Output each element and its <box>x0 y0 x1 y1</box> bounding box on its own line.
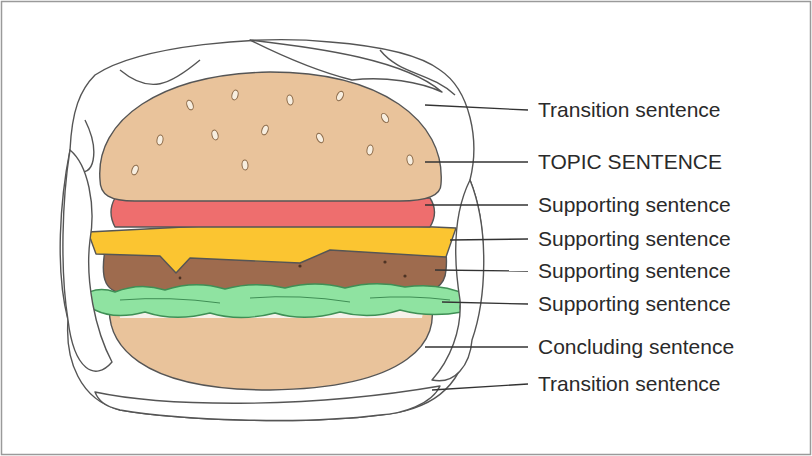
wrapper-bottom <box>95 386 440 420</box>
leader-line <box>442 302 528 304</box>
leader-line <box>425 105 528 110</box>
leader-line <box>425 161 528 162</box>
part-label: Supporting sentence <box>538 193 731 217</box>
leader-line <box>425 204 528 205</box>
lettuce <box>80 284 470 318</box>
leader-line <box>435 270 528 271</box>
part-label: Supporting sentence <box>538 292 731 316</box>
leader-line <box>450 239 528 240</box>
leader-line <box>425 346 528 347</box>
tomato <box>111 198 435 227</box>
lettuce-veins <box>120 297 450 303</box>
top-bun <box>100 72 442 201</box>
part-label: Supporting sentence <box>538 259 731 283</box>
leader-line <box>432 384 528 390</box>
wrapper-top-flap <box>250 40 442 92</box>
leader-lines <box>425 105 528 390</box>
part-label: Supporting sentence <box>538 227 731 251</box>
part-label: Concluding sentence <box>538 335 734 359</box>
wrapper-right-flap <box>432 180 484 381</box>
wrapper-back <box>60 40 483 421</box>
part-label: TOPIC SENTENCE <box>538 150 722 174</box>
sesame-seeds <box>130 89 413 175</box>
part-label: Transition sentence <box>538 98 721 122</box>
wrapper-left-flap <box>63 150 112 371</box>
cheese <box>88 221 456 273</box>
part-label: Transition sentence <box>538 372 721 396</box>
burger <box>60 40 484 421</box>
